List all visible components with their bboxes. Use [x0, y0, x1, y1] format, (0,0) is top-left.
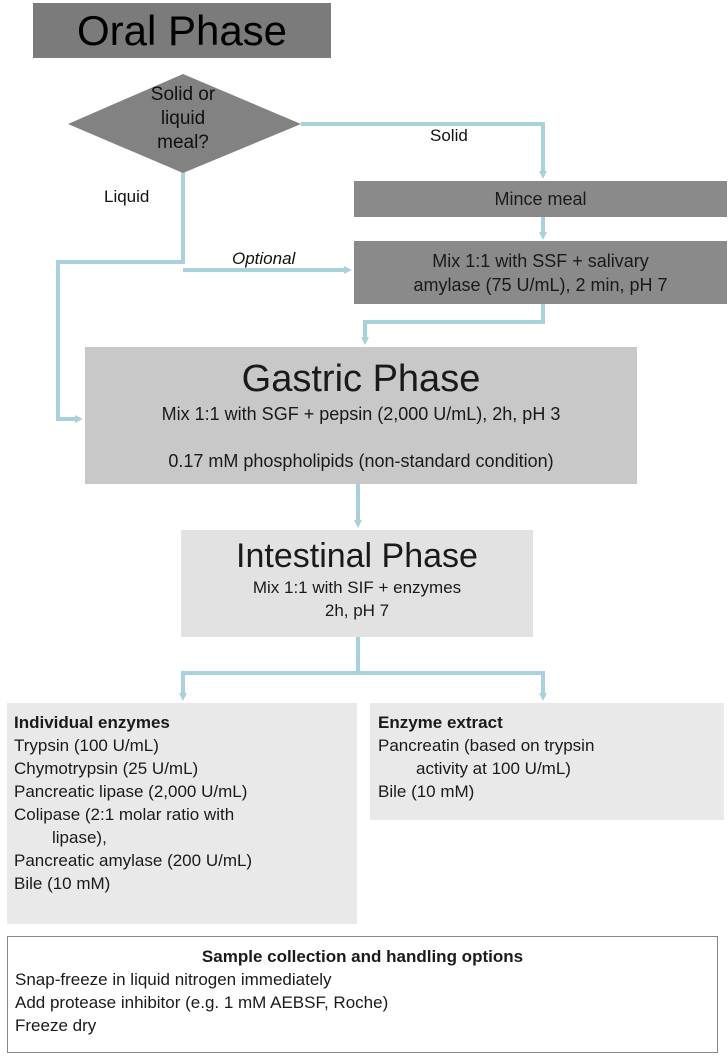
sample-handling-box: Sample collection and handling options S… — [7, 936, 718, 1053]
sample-option: Snap-freeze in liquid nitrogen immediate… — [15, 970, 332, 989]
label-liquid: Liquid — [104, 187, 150, 206]
enzyme-item: Pancreatic lipase (2,000 U/mL) — [14, 782, 248, 801]
arrow-mix-to-gastric — [361, 304, 545, 345]
intestinal-conditions: Mix 1:1 with SIF + enzymes — [252, 578, 462, 597]
sample-option: Freeze dry — [15, 1016, 97, 1035]
label-optional: Optional — [232, 249, 296, 268]
gastric-conditions: Mix 1:1 with SGF + pepsin (2,000 U/mL), … — [161, 404, 561, 424]
decision-text: Solid or liquid meal? — [120, 83, 246, 155]
decision-line: Solid or — [150, 84, 216, 105]
enzyme-item: Bile (10 mM) — [14, 874, 111, 893]
mince-meal-box: Mince meal — [354, 181, 727, 217]
decision-diamond — [68, 74, 301, 173]
arrow-to-individual — [179, 671, 358, 701]
intestinal-conditions: 2h, pH 7 — [324, 601, 390, 620]
mince-meal-text: Mince meal — [494, 188, 587, 209]
oral-phase-title: Oral Phase — [76, 6, 288, 54]
extract-item: Pancreatin (based on trypsin — [378, 736, 595, 755]
decision-line: liquid — [160, 108, 206, 129]
sample-handling-title: Sample collection and handling options — [201, 947, 524, 966]
enzyme-extract-box: Enzyme extract Pancreatin (based on tryp… — [370, 703, 724, 820]
salivary-mix-line: Mix 1:1 with SSF + salivary — [432, 250, 649, 271]
individual-enzymes-box: Individual enzymes Trypsin (100 U/mL) Ch… — [7, 703, 357, 924]
arrow-to-extract — [358, 671, 547, 701]
enzyme-item: lipase), — [52, 828, 107, 847]
arrow-solid — [301, 122, 547, 179]
intestinal-phase-box: Intestinal Phase Mix 1:1 with SIF + enzy… — [181, 530, 533, 637]
enzyme-extract-title: Enzyme extract — [378, 713, 503, 732]
enzyme-item: Colipase (2:1 molar ratio with — [14, 805, 235, 824]
oral-phase-box: Oral Phase — [33, 3, 331, 58]
label-solid: Solid — [430, 126, 468, 145]
extract-item: activity at 100 U/mL) — [416, 759, 571, 778]
extract-item: Bile (10 mM) — [378, 782, 475, 801]
salivary-mix-line: amylase (75 U/mL), 2 min, pH 7 — [413, 274, 668, 295]
enzyme-item: Trypsin (100 U/mL) — [14, 736, 159, 755]
arrow-liquid — [56, 172, 185, 423]
individual-enzymes-title: Individual enzymes — [14, 713, 170, 732]
gastric-phase-title: Gastric Phase — [241, 358, 481, 400]
sample-option: Add protease inhibitor (e.g. 1 mM AEBSF,… — [15, 993, 389, 1012]
decision-line: meal? — [157, 132, 209, 153]
salivary-mix-box: Mix 1:1 with SSF + salivary amylase (75 … — [354, 241, 727, 304]
intestinal-phase-title: Intestinal Phase — [236, 537, 478, 575]
enzyme-item: Chymotrypsin (25 U/mL) — [14, 759, 199, 778]
gastric-phospholipids: 0.17 mM phospholipids (non-standard cond… — [168, 451, 554, 471]
gastric-phase-box: Gastric Phase Mix 1:1 with SGF + pepsin … — [85, 347, 637, 484]
enzyme-item: Pancreatic amylase (200 U/mL) — [14, 851, 253, 870]
